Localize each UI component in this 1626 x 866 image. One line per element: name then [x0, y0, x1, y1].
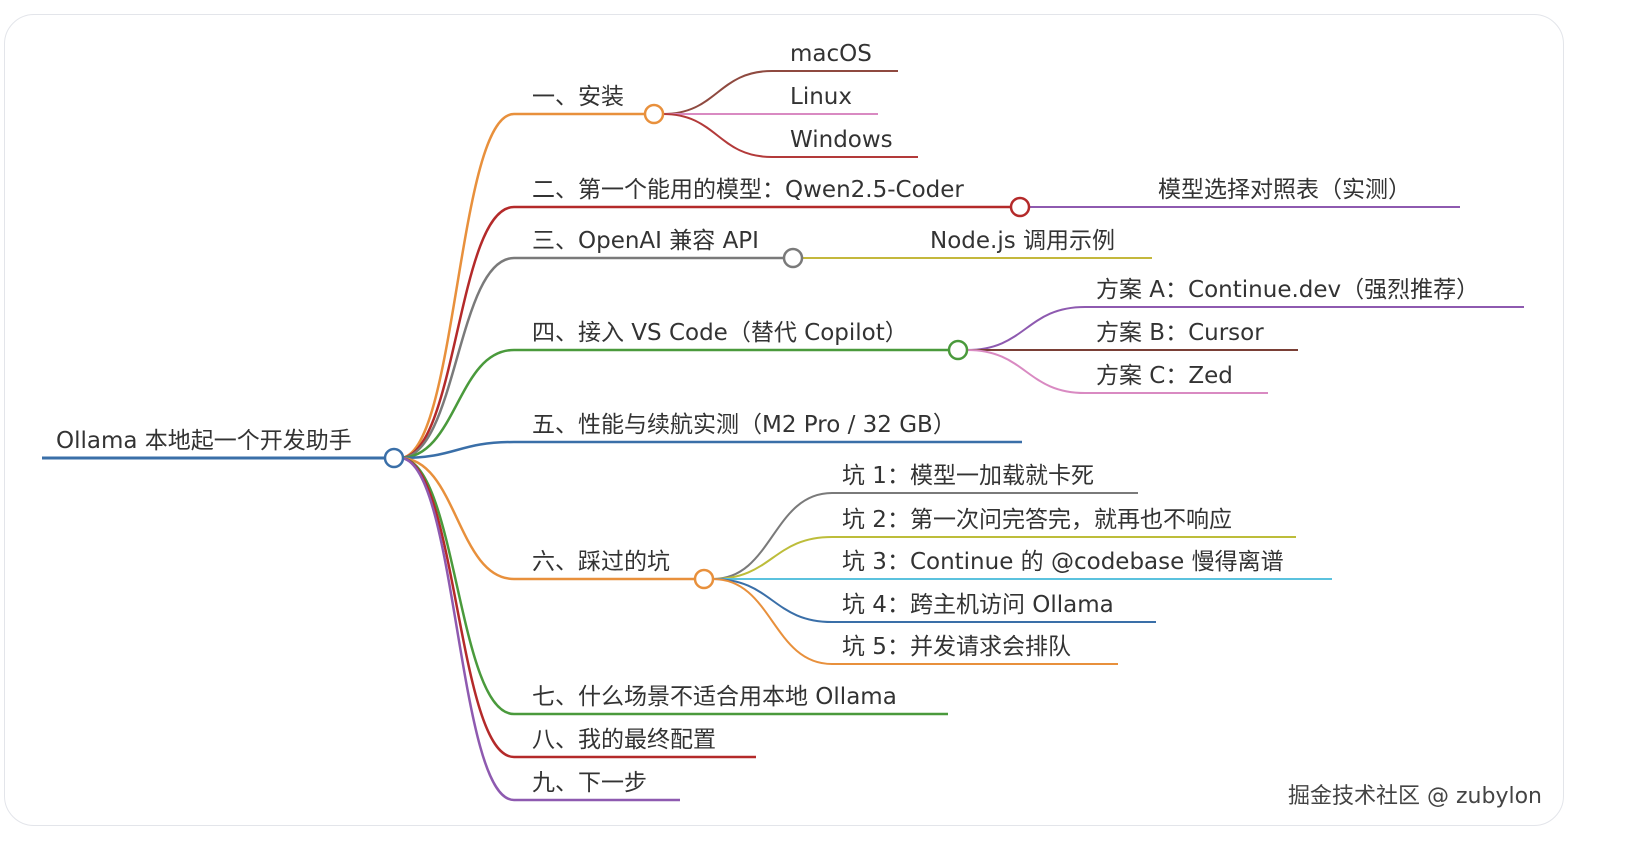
child-label[interactable]: macOS — [790, 41, 872, 67]
child-label[interactable]: 方案 A：Continue.dev（强烈推荐） — [1096, 277, 1479, 303]
branch-label[interactable]: 七、什么场景不适合用本地 Ollama — [532, 684, 897, 710]
watermark: 掘金技术社区 @ zubylon — [1288, 784, 1542, 809]
branch-connector — [399, 456, 515, 716]
child-label[interactable]: 方案 C：Zed — [1096, 363, 1233, 389]
branch-connector — [399, 456, 515, 581]
collapse-node[interactable] — [693, 568, 715, 590]
branch-label[interactable]: 五、性能与续航实测（M2 Pro / 32 GB） — [532, 412, 956, 438]
child-connector — [712, 578, 833, 623]
root-node[interactable] — [383, 447, 405, 469]
collapse-node[interactable] — [782, 247, 804, 269]
branch-connector — [399, 205, 515, 460]
child-label[interactable]: 坑 4：跨主机访问 Ollama — [842, 592, 1114, 618]
child-connector — [712, 536, 833, 580]
child-label[interactable]: Windows — [790, 127, 893, 153]
branch-label[interactable]: 三、OpenAI 兼容 API — [532, 228, 759, 254]
mindmap-canvas — [4, 14, 1564, 826]
child-label[interactable]: Node.js 调用示例 — [930, 228, 1115, 254]
child-label[interactable]: 坑 3：Continue 的 @codebase 慢得离谱 — [842, 549, 1284, 575]
branch-label[interactable]: 九、下一步 — [532, 770, 647, 796]
branch-connector — [399, 348, 515, 460]
branch-connector — [399, 440, 515, 460]
child-label[interactable]: 模型选择对照表（实测） — [1158, 177, 1411, 203]
root-label: Ollama 本地起一个开发助手 — [56, 428, 352, 454]
branch-label[interactable]: 二、第一个能用的模型：Qwen2.5-Coder — [532, 177, 964, 203]
collapse-node[interactable] — [643, 103, 665, 125]
child-connector — [662, 113, 773, 158]
child-label[interactable]: 坑 2：第一次问完答完，就再也不响应 — [842, 507, 1232, 533]
child-connector — [966, 306, 1086, 351]
collapse-node[interactable] — [1009, 196, 1031, 218]
branch-label[interactable]: 四、接入 VS Code（替代 Copilot） — [532, 320, 908, 346]
child-connector — [712, 492, 833, 580]
branch-connector — [399, 256, 515, 460]
branch-label[interactable]: 六、踩过的坑 — [532, 549, 670, 575]
child-connector — [712, 578, 833, 665]
branch-label[interactable]: 八、我的最终配置 — [532, 727, 716, 753]
branch-connector — [399, 112, 515, 460]
branch-label[interactable]: 一、安装 — [532, 84, 624, 110]
branch-connector — [399, 456, 515, 759]
child-label[interactable]: 坑 5：并发请求会排队 — [842, 634, 1071, 660]
branch-connector — [399, 456, 515, 802]
collapse-node[interactable] — [947, 339, 969, 361]
child-label[interactable]: 坑 1：模型一加载就卡死 — [842, 463, 1094, 489]
child-connector — [662, 70, 773, 115]
child-label[interactable]: 方案 B：Cursor — [1096, 320, 1264, 346]
child-label[interactable]: Linux — [790, 84, 852, 110]
child-connector — [966, 349, 1086, 394]
